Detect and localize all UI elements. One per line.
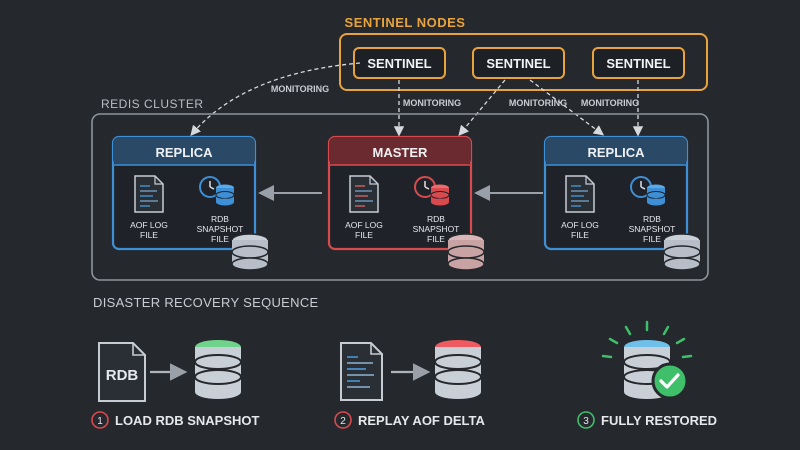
- rdb-label: SNAPSHOT: [197, 224, 244, 234]
- node-title: REPLICA: [155, 145, 213, 160]
- document-icon: [349, 175, 379, 213]
- sentinel-node-2[interactable]: SENTINEL: [472, 47, 565, 79]
- recovery-heading: DISASTER RECOVERY SEQUENCE: [93, 295, 319, 310]
- rdb-label: RDB: [643, 214, 661, 224]
- step1-number-circle: [91, 411, 109, 429]
- monitoring-label: MONITORING: [509, 98, 567, 108]
- master-node[interactable]: MASTER AOF LOG FILE RDB SNAPSHOT FILE: [327, 135, 473, 251]
- node-title: REPLICA: [587, 145, 645, 160]
- rdb-label: RDB: [211, 214, 229, 224]
- monitoring-arrow-left: [190, 62, 361, 136]
- sentinel-node-label: SENTINEL: [486, 56, 550, 71]
- aof-label: FILE: [355, 230, 373, 240]
- aof-label: AOF LOG: [345, 220, 383, 230]
- cluster-box: [91, 113, 709, 281]
- glow-rays: [601, 320, 693, 359]
- monitoring-label: MONITORING: [581, 98, 639, 108]
- rdb-file-icon: RDB: [98, 342, 146, 402]
- database-icon: [194, 340, 242, 399]
- monitoring-label: MONITORING: [403, 98, 461, 108]
- aof-label: AOF LOG: [561, 220, 599, 230]
- aof-label: AOF LOG: [130, 220, 168, 230]
- aof-label: FILE: [140, 230, 158, 240]
- sentinel-group-label: SENTINEL NODES: [345, 15, 466, 30]
- step3-number: 3: [583, 416, 589, 427]
- rdb-label: FILE: [643, 234, 661, 244]
- rdb-label: SNAPSHOT: [413, 224, 460, 234]
- step1-label: LOAD RDB SNAPSHOT: [115, 413, 260, 428]
- step3-label: FULLY RESTORED: [601, 413, 717, 428]
- cluster-label: REDIS CLUSTER: [101, 97, 204, 111]
- monitoring-arrow-master-2: [458, 79, 506, 136]
- sentinel-node-label: SENTINEL: [367, 56, 431, 71]
- clock-database-icon: [199, 176, 235, 206]
- step2-number: 2: [340, 416, 346, 427]
- aof-file-icon: [340, 342, 383, 401]
- document-icon: [134, 175, 164, 213]
- database-icon: [231, 233, 269, 271]
- rdb-label: SNAPSHOT: [629, 224, 676, 234]
- clock-database-icon: [630, 176, 666, 206]
- step2-number-circle: [334, 411, 352, 429]
- database-icon: [447, 233, 485, 271]
- rdb-file-text: RDB: [106, 367, 139, 384]
- rdb-label: FILE: [427, 234, 445, 244]
- document-icon: [565, 175, 595, 213]
- rdb-label: FILE: [211, 234, 229, 244]
- database-icon: [434, 340, 482, 399]
- sentinel-group-box: [339, 33, 708, 91]
- step3-number-circle: [577, 411, 595, 429]
- monitoring-arrow-replica-right-1: [529, 79, 605, 136]
- sentinel-node-label: SENTINEL: [606, 56, 670, 71]
- node-title: MASTER: [373, 145, 429, 160]
- clock-database-icon: [414, 176, 450, 206]
- step2-label: REPLAY AOF DELTA: [358, 413, 485, 428]
- monitoring-label: MONITORING: [271, 84, 329, 94]
- sentinel-node-1[interactable]: SENTINEL: [353, 47, 446, 79]
- database-icon: [663, 233, 701, 271]
- aof-label: FILE: [571, 230, 589, 240]
- checkmark-icon: [651, 362, 689, 400]
- sentinel-node-3[interactable]: SENTINEL: [592, 47, 685, 79]
- step1-number: 1: [97, 416, 103, 427]
- replica-right-node[interactable]: REPLICA AOF LOG FILE RDB SNAPSHOT FILE: [543, 135, 689, 251]
- rdb-label: RDB: [427, 214, 445, 224]
- replica-left-node[interactable]: REPLICA AOF LOG FILE RDB SNAPSHOT FILE: [111, 135, 257, 251]
